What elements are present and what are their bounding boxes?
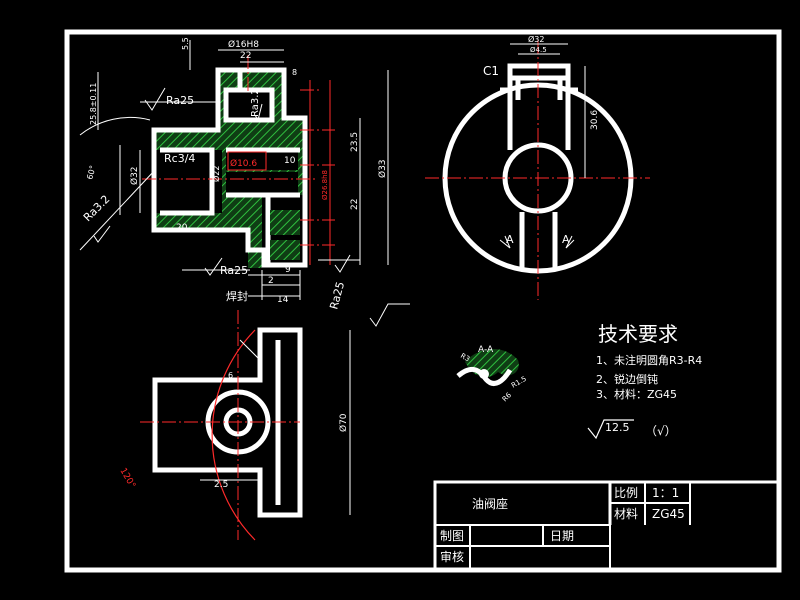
dim-20: 20 xyxy=(176,223,188,233)
dim-10-6: Ø10.6 xyxy=(230,158,257,169)
ra3-2-b: Ra3.2 xyxy=(81,193,113,225)
bottom-dim-angle: 120° xyxy=(117,467,137,491)
dim-5-5: 5.5 xyxy=(181,37,190,50)
dim-d33: Ø33 xyxy=(377,159,388,178)
ra25-b: Ra25 xyxy=(220,264,248,277)
part-name: 油阀座 xyxy=(472,496,508,511)
dim-d26-8: Ø26.8h8 xyxy=(321,170,329,200)
dim-rc: Rc3/4 xyxy=(164,152,195,165)
dim-d32: Ø32 xyxy=(129,166,140,185)
dim-22: 22 xyxy=(240,51,251,61)
bottom-dim-d70: Ø70 xyxy=(338,413,349,432)
ra3-2-a: Ra3.2 xyxy=(250,88,261,117)
tech-item-3: 3、材料：ZG45 xyxy=(596,387,677,401)
dim-9: 9 xyxy=(285,265,291,275)
dim-2: 2 xyxy=(268,276,274,286)
dim-10: 10 xyxy=(284,156,296,166)
front-section-view: Ø16H8 22 5.5 8 25.8±0.11 Rc3/4 Ø10.6 10 … xyxy=(79,37,389,311)
detail-d3: R1.5 xyxy=(510,375,528,390)
tech-item-1: 1、未注明圆角R3-R4 xyxy=(596,353,702,367)
check-label: 审核 xyxy=(440,549,464,564)
ra25-a: Ra25 xyxy=(166,94,194,107)
detail-aa: A-A R3 R1.5 R6 xyxy=(456,345,528,404)
dim-60deg: 60° xyxy=(85,164,97,180)
detail-d4: R6 xyxy=(501,391,514,404)
section-mark-a2: A xyxy=(562,233,570,246)
tech-roughness: 12.5 xyxy=(605,421,630,434)
dim-25-8: 25.8±0.11 xyxy=(89,83,98,125)
ra25-c: Ra25 xyxy=(327,280,347,311)
title-block: 油阀座 比例 1：1 材料 ZG45 制图 日期 审核 xyxy=(433,480,781,572)
section-mark-a1: A xyxy=(506,233,514,246)
dim-22v: 22 xyxy=(350,199,360,210)
drawn-label: 制图 xyxy=(440,529,464,543)
drawing-border xyxy=(64,29,782,573)
bottom-view: Ø70 6 2.5 120° xyxy=(117,303,410,541)
side-dim-30-6: 30.6 xyxy=(590,110,600,130)
side-dim-top2: Ø4.5 xyxy=(530,46,547,54)
weld-label: 焊封 xyxy=(226,289,248,303)
technical-requirements: 技术要求 1、未注明圆角R3-R4 2、锐边倒钝 3、材料：ZG45 12.5 … xyxy=(587,322,702,440)
bottom-dim-6: 6 xyxy=(228,371,233,380)
dim-14: 14 xyxy=(277,295,289,305)
scale-label: 比例 xyxy=(614,486,638,500)
dim-top-bore: Ø16H8 xyxy=(228,39,259,50)
side-view: Ø32 Ø4.5 C1 30.6 A A xyxy=(425,34,650,300)
material-label: 材料 xyxy=(614,507,638,521)
material-value: ZG45 xyxy=(652,507,685,521)
scale-value: 1：1 xyxy=(652,486,679,500)
detail-d1: R3 xyxy=(459,352,471,364)
dim-d22: Ø22 xyxy=(211,166,221,182)
side-dim-top: Ø32 xyxy=(528,34,544,44)
date-label: 日期 xyxy=(550,529,574,543)
tech-title: 技术要求 xyxy=(598,322,678,346)
tech-item-2: 2、锐边倒钝 xyxy=(596,372,658,386)
bottom-dim-2-5: 2.5 xyxy=(214,480,228,490)
dim-23-5: 23.5 xyxy=(350,132,360,152)
detail-label: A-A xyxy=(478,345,494,355)
tech-roughness-note: （√） xyxy=(645,424,677,438)
dim-8: 8 xyxy=(292,68,297,77)
side-dim-c1: C1 xyxy=(483,64,499,78)
